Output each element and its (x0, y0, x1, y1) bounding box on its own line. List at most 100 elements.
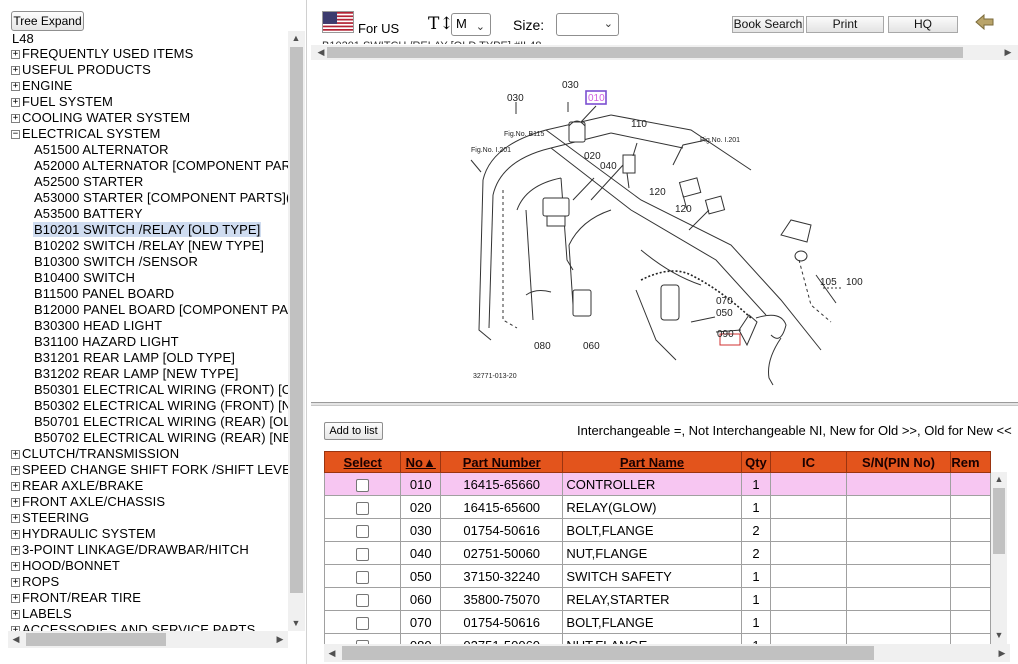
callout-090[interactable]: 090 (717, 329, 734, 340)
tree-expand-button[interactable]: Tree Expand (11, 11, 84, 31)
add-to-list-button[interactable]: Add to list (324, 422, 383, 440)
scroll-left-icon[interactable]: ◀ (317, 47, 325, 57)
callout-060[interactable]: 060 (583, 341, 600, 352)
part-number-cell[interactable]: 16415-65660 (440, 472, 564, 496)
part-number-cell[interactable]: 01754-50616 (440, 610, 564, 634)
select-cell[interactable] (324, 495, 402, 519)
parts-vertical-scrollbar[interactable]: ▲ ▼ (991, 472, 1007, 644)
expand-icon[interactable]: + (11, 625, 20, 634)
part-number-cell[interactable]: 02751-50060 (440, 633, 564, 644)
tree-child-item[interactable]: A52000 ALTERNATOR [COMPONENT PARTS] (0, 158, 288, 174)
scroll-down-icon[interactable]: ▼ (994, 630, 1004, 640)
part-number-cell[interactable]: 16415-65600 (440, 495, 564, 519)
select-checkbox[interactable] (356, 547, 370, 561)
tree-node[interactable]: +USEFUL PRODUCTS (0, 62, 288, 78)
callout-105[interactable]: 105 (820, 277, 837, 288)
column-header-no[interactable]: No▲ (400, 451, 442, 473)
tree-node[interactable]: +CLUTCH/TRANSMISSION (0, 446, 288, 462)
select-checkbox[interactable] (356, 524, 370, 538)
tree-node[interactable]: +FRONT/REAR TIRE (0, 590, 288, 606)
tree-node[interactable]: +HYDRAULIC SYSTEM (0, 526, 288, 542)
select-cell[interactable] (324, 564, 402, 588)
expand-icon[interactable]: + (11, 465, 20, 475)
select-checkbox[interactable] (356, 478, 370, 492)
callout-120[interactable]: 120 (649, 187, 666, 198)
part-number-cell[interactable]: 01754-50616 (440, 518, 564, 542)
tree-hscroll-thumb[interactable] (26, 633, 166, 646)
tree-node[interactable]: +COOLING WATER SYSTEM (0, 110, 288, 126)
print-button[interactable]: Print (806, 16, 884, 33)
callout-040[interactable]: 040 (600, 161, 617, 172)
hq-button[interactable]: HQ (888, 16, 958, 33)
diagram-horizontal-scrollbar[interactable]: ◀ ▶ (311, 45, 1018, 60)
callout-070[interactable]: 070 (716, 296, 733, 307)
column-header-part-name[interactable]: Part Name (562, 451, 742, 473)
back-arrow-icon[interactable] (975, 13, 995, 31)
select-checkbox[interactable] (356, 616, 370, 630)
parts-hscroll-thumb[interactable] (342, 646, 874, 660)
scroll-left-icon[interactable]: ◀ (328, 648, 336, 658)
tree-child-item[interactable]: B10400 SWITCH (0, 270, 288, 286)
callout-120[interactable]: 120 (675, 204, 692, 215)
column-header-select[interactable]: Select (324, 451, 402, 473)
tree-node[interactable]: +3-POINT LINKAGE/DRAWBAR/HITCH (0, 542, 288, 558)
scroll-left-icon[interactable]: ◀ (12, 634, 20, 644)
column-header-part-number[interactable]: Part Number (440, 451, 564, 473)
select-cell[interactable] (324, 587, 402, 611)
expand-icon[interactable]: + (11, 65, 20, 75)
expand-icon[interactable]: + (11, 481, 20, 491)
size-select[interactable]: ⌄ (556, 13, 619, 36)
column-header-ic[interactable]: IC (770, 451, 847, 473)
tree-child-item[interactable]: B50702 ELECTRICAL WIRING (REAR) [NEW (0, 430, 288, 446)
column-header-sn[interactable]: S/N(PIN No) (845, 451, 952, 473)
scroll-up-icon[interactable]: ▲ (994, 474, 1004, 484)
scroll-right-icon[interactable]: ▶ (1004, 47, 1012, 57)
tree-child-item[interactable]: A51500 ALTERNATOR (0, 142, 288, 158)
tree-node[interactable]: +ROPS (0, 574, 288, 590)
tree-child-item[interactable]: B50302 ELECTRICAL WIRING (FRONT) [NEW (0, 398, 288, 414)
expand-icon[interactable]: + (11, 449, 20, 459)
select-checkbox[interactable] (356, 639, 370, 644)
tree-node[interactable]: −ELECTRICAL SYSTEM (0, 126, 288, 142)
callout-030[interactable]: 030 (507, 93, 524, 104)
scroll-down-icon[interactable]: ▼ (291, 618, 301, 628)
diagram-hscroll-thumb[interactable] (327, 47, 963, 58)
expand-icon[interactable]: + (11, 81, 20, 91)
expand-icon[interactable]: + (11, 577, 20, 587)
tree-child-item[interactable]: B31201 REAR LAMP [OLD TYPE] (0, 350, 288, 366)
callout-010[interactable]: 010 (588, 93, 605, 104)
tree-horizontal-scrollbar[interactable]: ◀ ▶ (8, 631, 288, 648)
select-checkbox[interactable] (356, 593, 370, 607)
select-cell[interactable] (324, 541, 402, 565)
callout-100[interactable]: 100 (846, 277, 863, 288)
tree-child-item[interactable]: A52500 STARTER (0, 174, 288, 190)
book-search-button[interactable]: Book Search (732, 16, 804, 33)
callout-050[interactable]: 050 (716, 308, 733, 319)
select-cell[interactable] (324, 610, 402, 634)
collapse-icon[interactable]: − (11, 129, 20, 139)
expand-icon[interactable]: + (11, 609, 20, 619)
parts-horizontal-scrollbar[interactable]: ◀ ▶ (324, 644, 1010, 662)
parts-scroll-thumb[interactable] (993, 488, 1005, 554)
tree-scroll-thumb[interactable] (290, 47, 303, 593)
tree-node[interactable]: +FREQUENTLY USED ITEMS (0, 46, 288, 62)
tree-child-item[interactable]: B12000 PANEL BOARD [COMPONENT PARTS] (0, 302, 288, 318)
callout-110[interactable]: 110 (631, 119, 647, 130)
tree-child-item[interactable]: B30300 HEAD LIGHT (0, 318, 288, 334)
tree-node[interactable]: +FUEL SYSTEM (0, 94, 288, 110)
column-header-remarks[interactable]: Rem (950, 451, 991, 473)
font-size-select[interactable]: M ⌄ (451, 13, 491, 36)
tree-child-item[interactable]: A53500 BATTERY (0, 206, 288, 222)
callout-020[interactable]: 020 (584, 151, 601, 162)
column-header-qty[interactable]: Qty (740, 451, 772, 473)
part-number-cell[interactable]: 37150-32240 (440, 564, 564, 588)
callout-080[interactable]: 080 (534, 341, 551, 352)
tree-node[interactable]: +HOOD/BONNET (0, 558, 288, 574)
scroll-right-icon[interactable]: ▶ (276, 634, 284, 644)
